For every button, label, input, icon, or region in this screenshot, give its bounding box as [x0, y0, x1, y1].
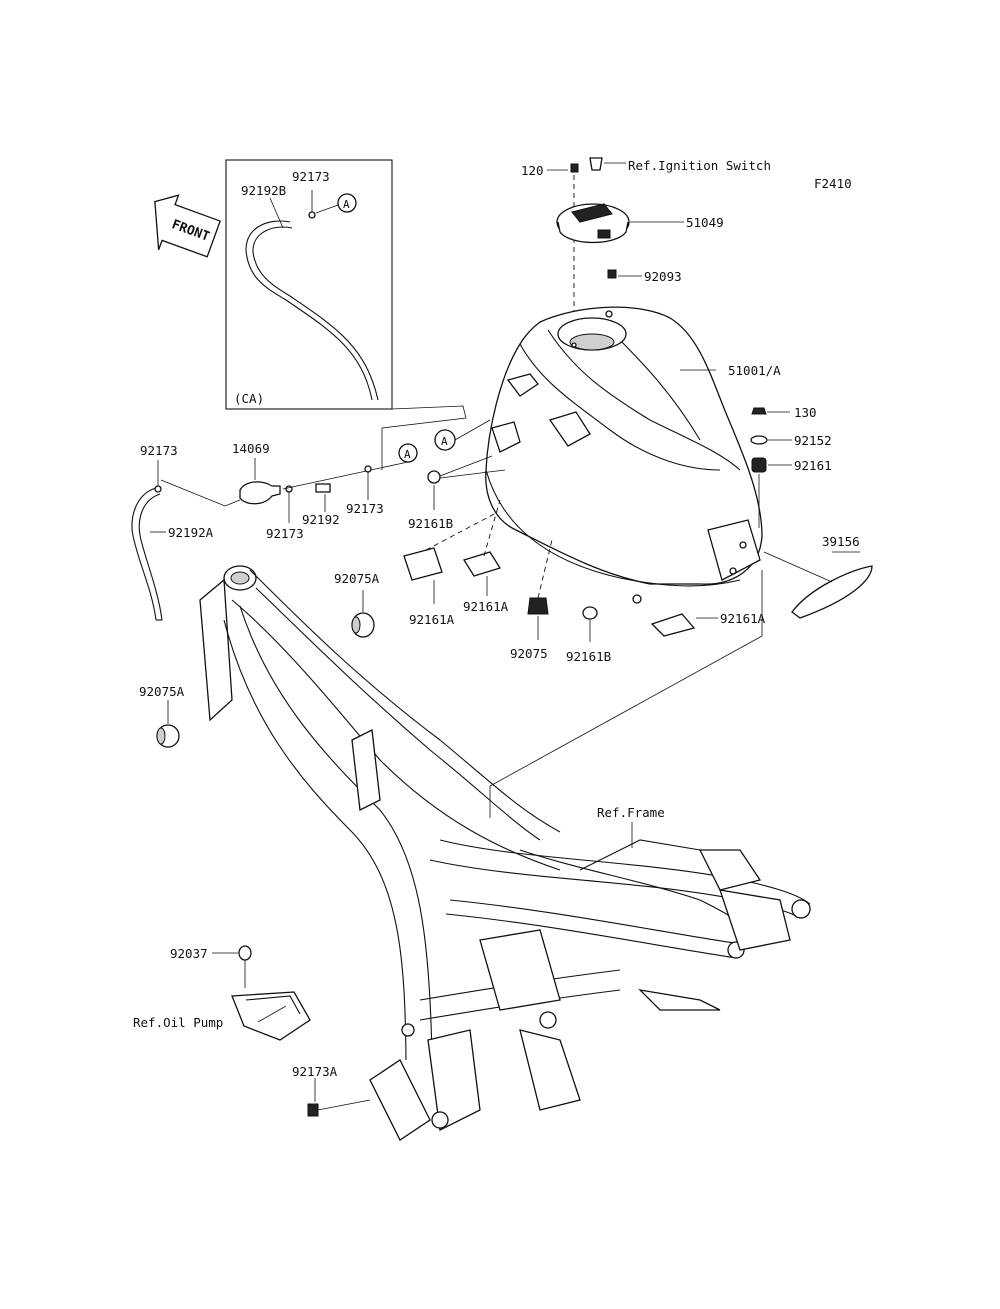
label-92173-mid: 92173: [266, 526, 304, 541]
label-92192B: 92192B: [241, 183, 286, 198]
label-51049: 51049: [686, 215, 724, 230]
callout-a-tank: A: [434, 419, 491, 451]
label-92161B-left: 92161B: [408, 516, 453, 531]
clamp-92173-left: [154, 460, 241, 507]
oil-pump-bracket: [231, 991, 311, 1041]
damper-92161: [751, 457, 792, 528]
label-92075A-top: 92075A: [334, 571, 380, 586]
bolt-130: [751, 407, 790, 415]
figure-code: F2410: [814, 176, 852, 191]
ref-oil-pump: Ref.Oil Pump: [133, 1015, 223, 1030]
breather-hose-92192A: [131, 487, 166, 621]
label-92192A: 92192A: [168, 525, 214, 540]
label-92173-left: 92173: [140, 443, 178, 458]
label-92192: 92192: [302, 512, 340, 527]
fuel-cap-51049: [556, 203, 684, 244]
california-inset: A (CA) 92173 92192B: [225, 159, 393, 410]
grommet-92161B-right: [582, 606, 598, 642]
label-51001A: 51001/A: [728, 363, 781, 378]
pad-92161A-mid: [463, 499, 501, 596]
label-92173-inset: 92173: [292, 169, 330, 184]
separator-14069: [239, 458, 281, 505]
callout-a-hose: A: [404, 448, 411, 461]
pad-92161A-left: [403, 511, 499, 604]
label-120: 120: [521, 163, 544, 178]
seal-92093: [607, 269, 642, 279]
motorcycle-frame: [199, 565, 811, 1141]
label-92161A-mid: 92161A: [463, 599, 509, 614]
bolt-120: [547, 163, 579, 345]
ref-frame: Ref.Frame: [597, 805, 665, 820]
label-92161A-right: 92161A: [720, 611, 766, 626]
clamp-92173-mid: [285, 485, 293, 523]
label-92037: 92037: [170, 946, 208, 961]
hose-92192: [282, 461, 409, 512]
clamp-92173A: [307, 1078, 371, 1117]
label-92075: 92075: [510, 646, 548, 661]
grommet-92161B-left: [427, 455, 506, 510]
label-39156: 39156: [822, 534, 860, 549]
label-92161A-left: 92161A: [409, 612, 455, 627]
label-92075A-left: 92075A: [139, 684, 185, 699]
label-92173-right: 92173: [346, 501, 384, 516]
pad-39156: [763, 551, 873, 619]
label-14069: 14069: [232, 441, 270, 456]
label-92173A: 92173A: [292, 1064, 338, 1079]
clamp-92173-right: A: [364, 443, 418, 500]
label-92161B-right: 92161B: [566, 649, 611, 664]
callout-a-inset: A: [343, 198, 350, 211]
label-92161: 92161: [794, 458, 832, 473]
inset-label: (CA): [234, 391, 264, 406]
damper-92075: [527, 539, 553, 640]
damper-92075A-left: [156, 700, 180, 748]
ref-ignition-switch: Ref.Ignition Switch: [628, 158, 771, 173]
fuel-tank-51001A: [485, 306, 763, 604]
label-92152: 92152: [794, 433, 832, 448]
ignition-switch-ref: [589, 157, 626, 171]
callout-a-tank-letter: A: [441, 435, 448, 448]
label-92093: 92093: [644, 269, 682, 284]
damper-92075A-top: [351, 590, 375, 638]
pad-92161A-right: [650, 613, 718, 637]
label-130: 130: [794, 405, 817, 420]
collar-92152: [750, 435, 792, 445]
front-direction-arrow: FRONT: [154, 194, 221, 258]
fitting-92037: [212, 945, 252, 988]
